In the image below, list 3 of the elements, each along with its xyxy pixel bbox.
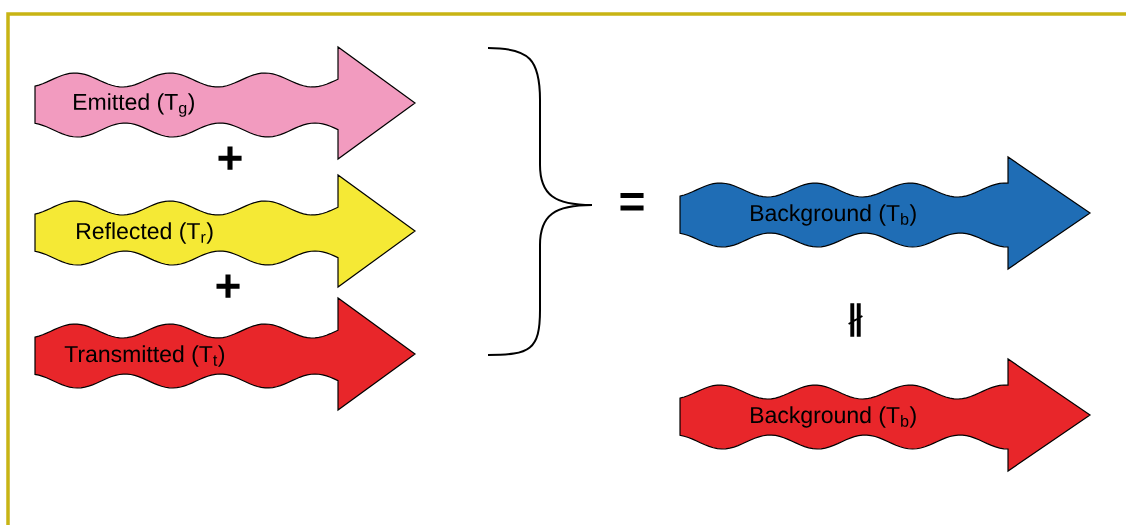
wave-banner: Background (T$_{b}$) bbox=[679, 155, 1092, 271]
wave-banner: Background (T$_{b}$) bbox=[679, 357, 1092, 473]
not-parallel-sign: ∦ bbox=[848, 303, 863, 337]
